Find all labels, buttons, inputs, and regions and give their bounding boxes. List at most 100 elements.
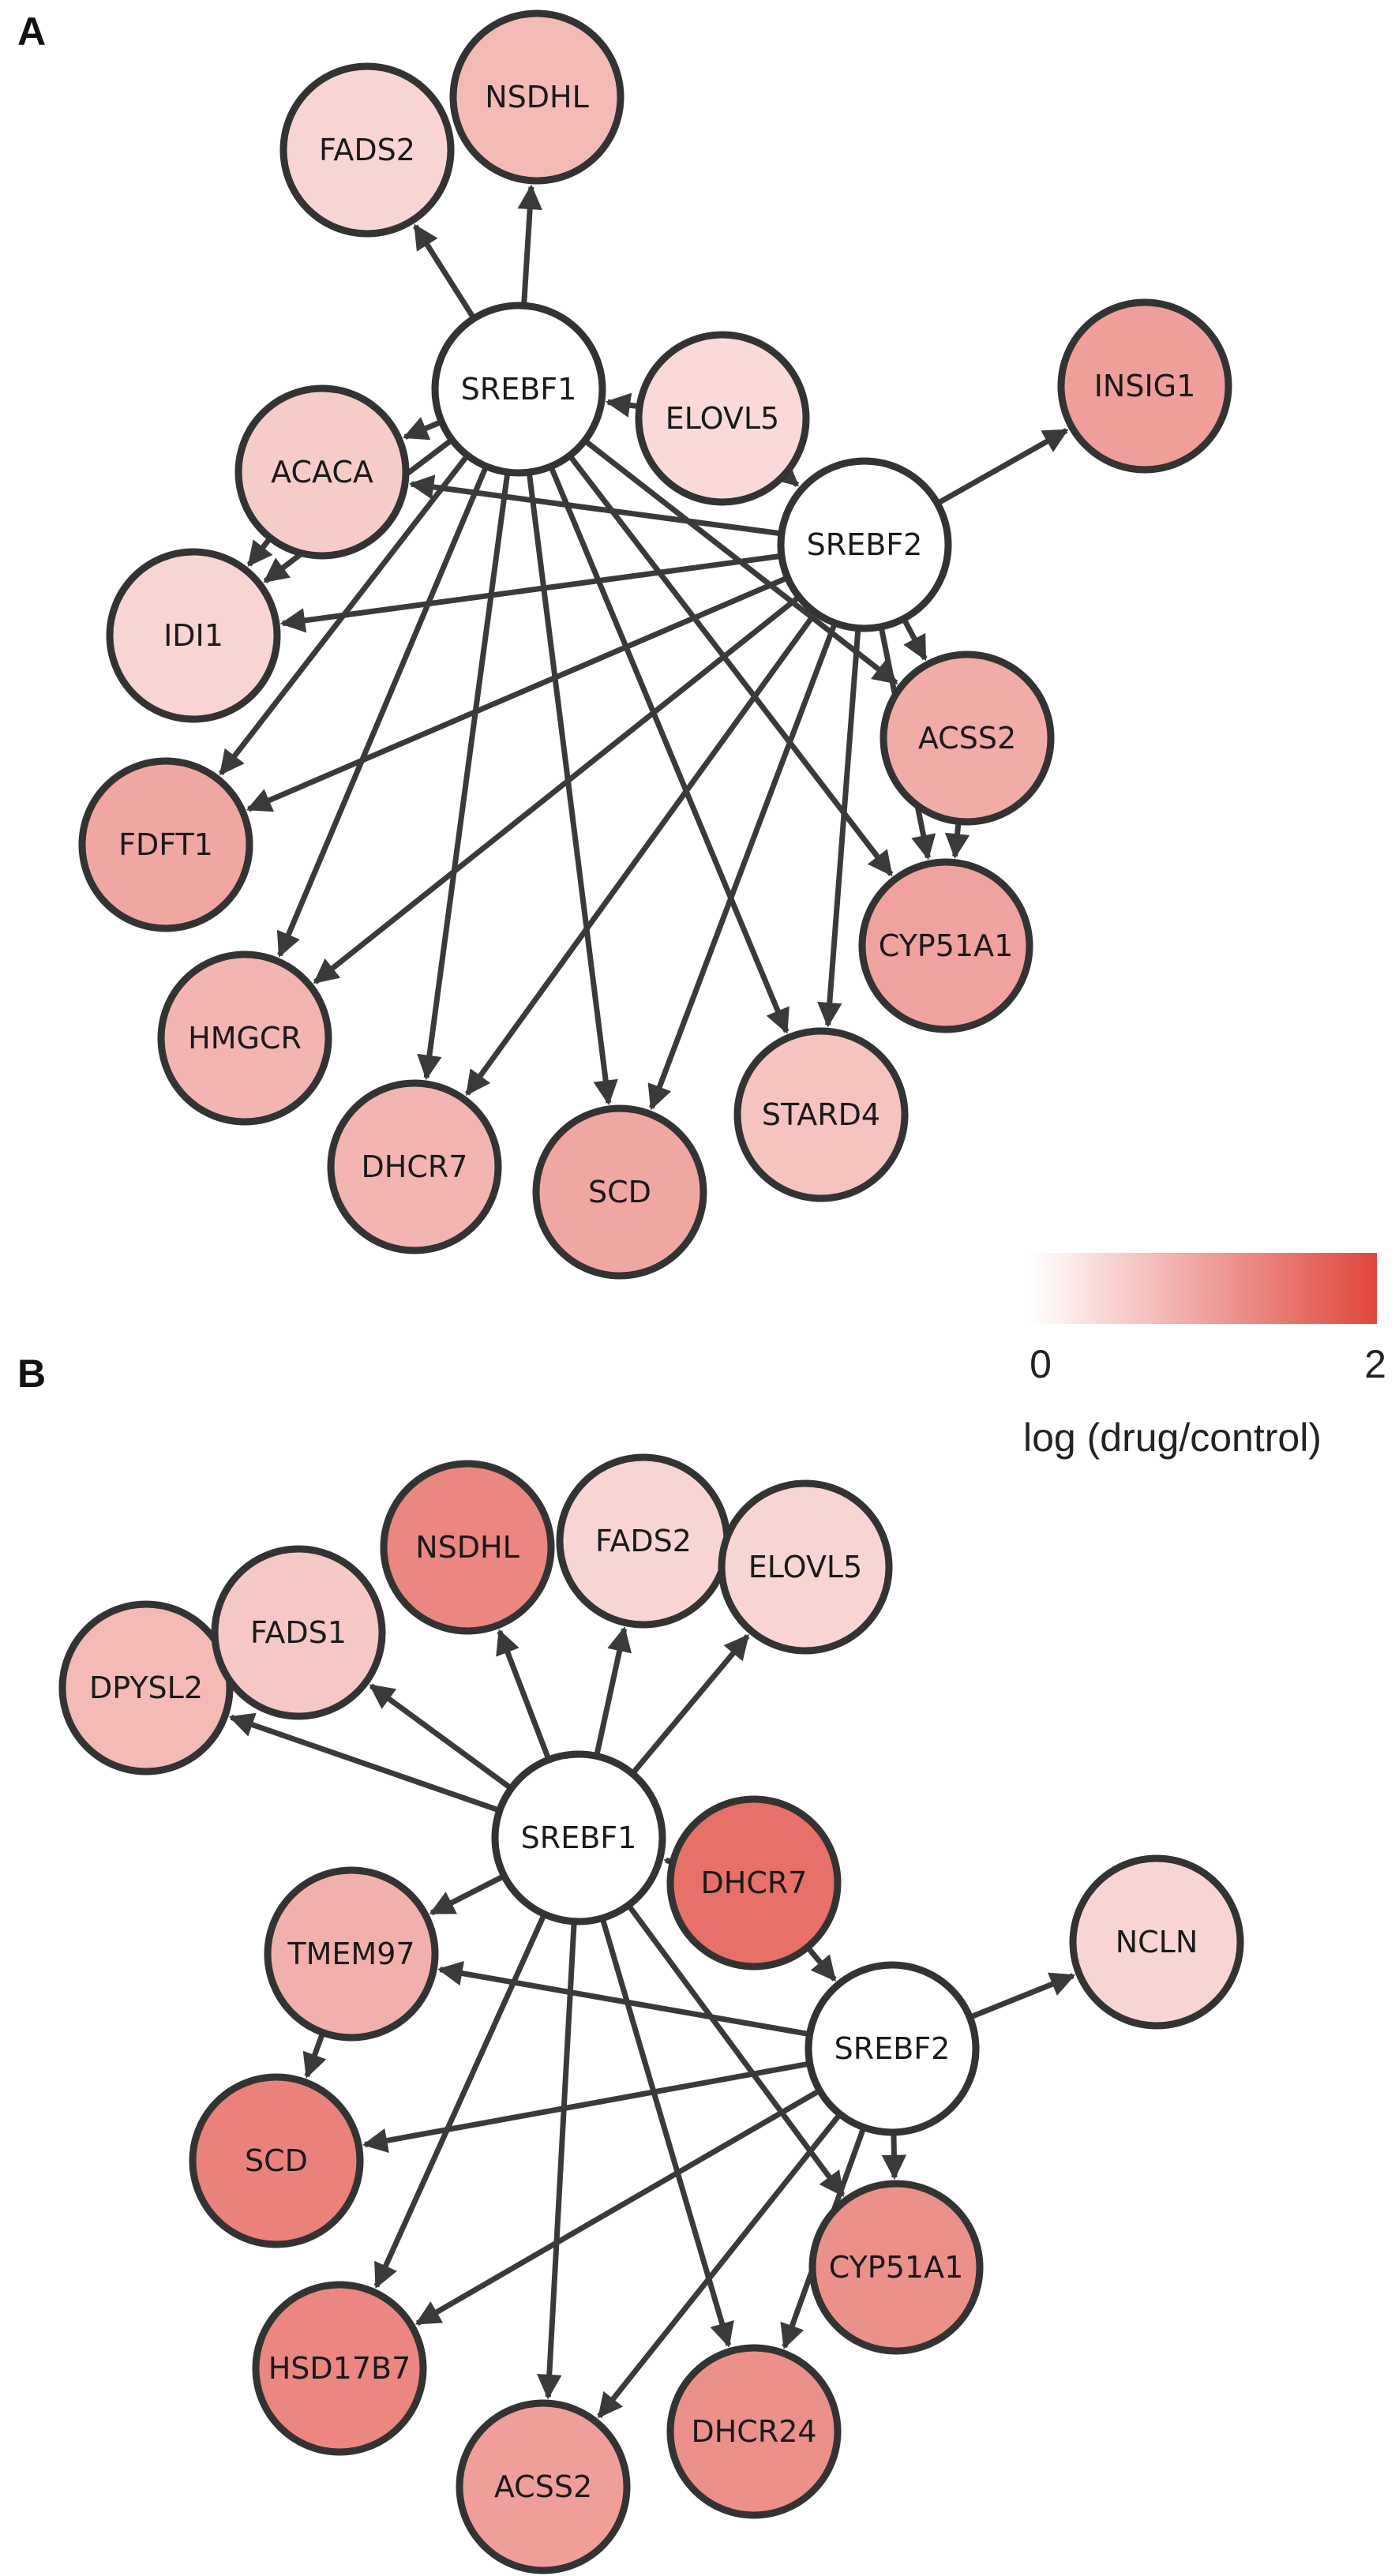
edge-srebf2-to-dhcr7	[464, 613, 816, 1097]
node-circle-fdft1	[78, 757, 253, 932]
edge-srebf1-to-hmgcr	[276, 467, 488, 958]
node-idi1: IDI1	[106, 548, 281, 723]
edge-srebf1-to-fads2	[413, 223, 475, 317]
node-label-tmem97: TMEM97	[287, 1937, 414, 1971]
node-circle-acss2	[880, 651, 1055, 826]
node-insig1: INSIG1	[1057, 298, 1232, 474]
node-circle-dhcr7	[666, 1795, 842, 1970]
node-label-dhcr7: DHCR7	[701, 1865, 808, 1900]
edge-srebf1-to-cyp51a1	[569, 456, 894, 877]
color-legend: 0 2 log (drug/control)	[1023, 1253, 1386, 1460]
node-circle-scd	[532, 1104, 707, 1280]
edge-srebf1-to-acaca	[403, 417, 441, 441]
node-label-idi1: IDI1	[163, 618, 223, 653]
node-circle-idi1	[106, 548, 281, 723]
node-label-scd: SCD	[245, 2143, 308, 2178]
node-fdft1: FDFT1	[78, 757, 253, 932]
node-label-dhcr24: DHCR24	[691, 2414, 816, 2449]
edge-srebf1-to-elovl5	[632, 1634, 750, 1773]
edge-srebf1-to-hsd17b7	[373, 1915, 546, 2289]
node-circle-acaca	[234, 384, 410, 560]
panel-a: A SREBF1SREBF2NSDHLFADS2ELOVL5INSIG1ACAC…	[17, 9, 1232, 1280]
node-label-srebf2: SREBF2	[807, 527, 923, 562]
node-stard4: STARD4	[733, 1027, 909, 1202]
edge-srebf1-to-dpysl2	[228, 1712, 498, 1813]
node-circle-srebf1	[491, 1750, 666, 1925]
node-fads2: FADS2	[556, 1453, 731, 1629]
node-nsdhl: NSDHL	[449, 9, 624, 185]
node-label-nsdhl: NSDHL	[485, 80, 589, 114]
node-dhcr7: DHCR7	[327, 1079, 502, 1254]
edge-tmem97-to-scd	[302, 2034, 327, 2079]
edge-srebf1-to-dhcr7	[417, 474, 510, 1081]
node-circle-acss2	[456, 2399, 631, 2574]
edge-srebf1-to-acss2	[537, 1924, 577, 2400]
node-cyp51a1: CYP51A1	[858, 858, 1033, 1033]
node-nsdhl: NSDHL	[380, 1460, 555, 1635]
edge-srebf2-to-hmgcr	[313, 596, 799, 984]
node-label-srebf1: SREBF1	[461, 372, 577, 407]
node-label-acss2: ACSS2	[918, 721, 1016, 756]
legend-max-label: 2	[1364, 1342, 1386, 1386]
node-circle-fads1	[211, 1545, 386, 1720]
node-circle-insig1	[1057, 298, 1232, 474]
edge-srebf1-to-scd	[527, 474, 618, 1106]
edge-srebf2-to-fdft1	[246, 576, 786, 812]
node-fads2: FADS2	[279, 62, 455, 238]
node-circle-dhcr7	[327, 1079, 502, 1254]
node-circle-srebf1	[431, 302, 606, 477]
node-circle-nsdhl	[380, 1460, 555, 1635]
node-label-fdft1: FDFT1	[118, 827, 213, 862]
node-circle-fads2	[279, 62, 455, 238]
node-label-elovl5: ELOVL5	[666, 401, 779, 436]
node-srebf2: SREBF2	[805, 1961, 980, 2136]
edge-srebf2-to-insig1	[938, 428, 1069, 504]
edge-srebf2-to-ncln	[971, 1972, 1076, 2019]
node-srebf2: SREBF2	[777, 457, 952, 632]
node-label-hmgcr: HMGCR	[188, 1021, 302, 1056]
edge-srebf1-to-fads1	[369, 1683, 511, 1789]
edge-acss2-to-cyp51a1	[944, 824, 970, 859]
node-circle-dpysl2	[58, 1600, 234, 1775]
node-elovl5: ELOVL5	[635, 331, 810, 506]
node-label-ncln: NCLN	[1116, 1925, 1198, 1959]
node-circle-ncln	[1069, 1854, 1244, 2030]
node-label-acaca: ACACA	[271, 455, 373, 489]
node-label-dpysl2: DPYSL2	[89, 1670, 203, 1705]
node-acss2: ACSS2	[880, 651, 1055, 826]
node-circle-elovl5	[718, 1479, 893, 1655]
node-fads1: FADS1	[211, 1545, 386, 1720]
edge-srebf2-to-cyp51a1	[881, 2135, 907, 2180]
edge-srebf2-to-acss2	[597, 2114, 841, 2419]
node-label-cyp51a1: CYP51A1	[879, 928, 1014, 963]
node-label-srebf2: SREBF2	[835, 2031, 951, 2066]
node-circle-nsdhl	[449, 9, 624, 185]
node-scd: SCD	[532, 1104, 707, 1280]
node-circle-hsd17b7	[252, 2281, 427, 2456]
node-circle-cyp51a1	[858, 858, 1033, 1033]
panel-label-b: B	[17, 1352, 46, 1396]
node-scd: SCD	[189, 2073, 364, 2248]
node-label-cyp51a1: CYP51A1	[829, 2250, 964, 2285]
edge-srebf1-to-stard4	[549, 468, 790, 1034]
node-circle-tmem97	[264, 1866, 439, 2042]
node-acaca: ACACA	[234, 384, 410, 560]
node-label-nsdhl: NSDHL	[415, 1530, 519, 1565]
edge-srebf1-to-dhcr24	[600, 1920, 734, 2348]
edge-srebf2-to-hsd17b7	[414, 2090, 819, 2326]
node-hmgcr: HMGCR	[157, 951, 332, 1126]
legend-title: log (drug/control)	[1023, 1415, 1322, 1460]
node-circle-scd	[189, 2073, 364, 2248]
edge-srebf2-to-tmem97	[437, 1961, 808, 2037]
edge-dhcr7-to-srebf2	[807, 1948, 837, 1982]
edge-layer-a	[219, 184, 1069, 1111]
node-label-scd: SCD	[588, 1175, 651, 1209]
node-label-fads2: FADS2	[319, 133, 415, 167]
legend-gradient-bar	[1031, 1253, 1377, 1324]
edge-srebf2-to-idi1	[279, 553, 779, 633]
node-circle-stard4	[733, 1027, 909, 1202]
node-elovl5: ELOVL5	[718, 1479, 893, 1655]
node-label-dhcr7: DHCR7	[362, 1149, 468, 1184]
